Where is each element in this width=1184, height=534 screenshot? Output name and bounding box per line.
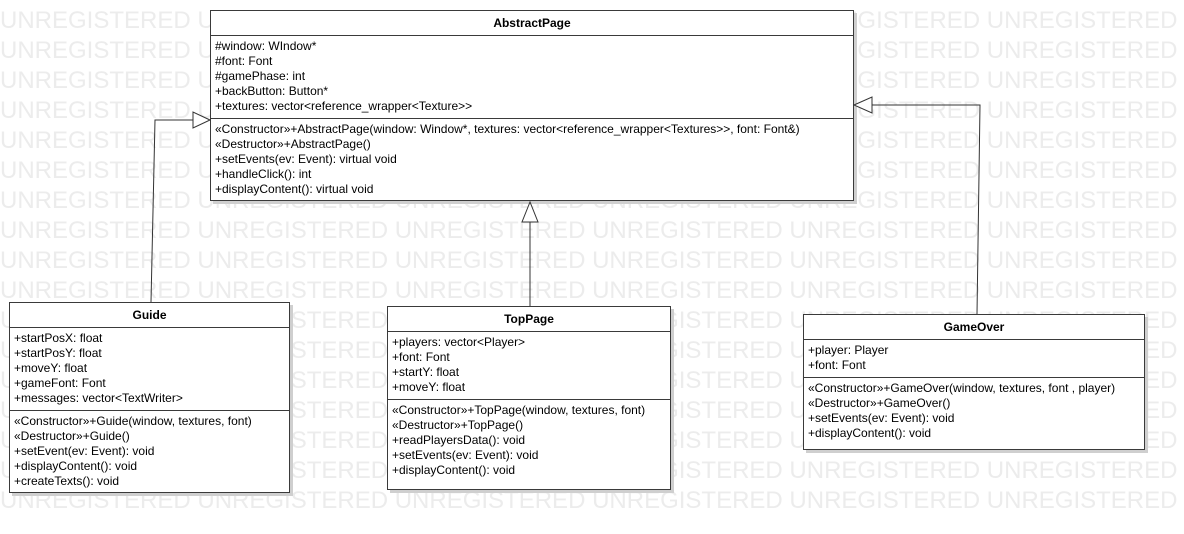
attribute: #gamePhase: int: [215, 69, 306, 83]
class-name: GameOver: [804, 315, 1144, 340]
operation: +createTexts(): void: [14, 474, 120, 488]
operation: +displayContent(): void: [392, 463, 516, 477]
class-name: Guide: [10, 303, 289, 328]
attribute: +startPosX: float: [14, 331, 103, 345]
generalization-line-game-over[interactable]: [872, 104, 981, 315]
operations-compartment: «Constructor»+AbstractPage(window: Windo…: [211, 118, 853, 201]
generalization-line-guide[interactable]: [150, 119, 194, 303]
operation: «Constructor»+Guide(window, textures, fo…: [14, 414, 252, 428]
class-abstract-page[interactable]: AbstractPage #window: WIndow* #font: Fon…: [210, 10, 854, 201]
operations-compartment: «Constructor»+Guide(window, textures, fo…: [10, 410, 289, 493]
operations-compartment: «Constructor»+TopPage(window, textures, …: [388, 399, 670, 482]
attribute: +font: Font: [808, 358, 866, 372]
operation: «Destructor»+GameOver(): [808, 396, 951, 410]
attributes-compartment: +player: Player +font: Font: [804, 340, 1144, 377]
operation: «Constructor»+TopPage(window, textures, …: [392, 403, 646, 417]
attributes-compartment: +players: vector<Player> +font: Font +st…: [388, 332, 670, 399]
operation: +displayContent(): virtual void: [215, 182, 374, 196]
operation: +displayContent(): void: [808, 426, 932, 440]
attribute: +startPosY: float: [14, 346, 102, 360]
class-guide[interactable]: Guide +startPosX: float +startPosY: floa…: [9, 302, 290, 493]
attribute: +moveY: float: [392, 380, 466, 394]
operation: +setEvents(ev: Event): void: [808, 411, 955, 425]
attribute: +players: vector<Player>: [392, 335, 526, 349]
operation: «Destructor»+TopPage(): [392, 418, 524, 432]
attribute: +moveY: float: [14, 361, 88, 375]
attribute: +messages: vector<TextWriter>: [14, 391, 183, 405]
class-name: TopPage: [388, 307, 670, 332]
attribute: +gameFont: Font: [14, 376, 106, 390]
watermark-row: UNREGISTERED UNREGISTERED UNREGISTERED U…: [0, 217, 1178, 244]
operation: +displayContent(): void: [14, 459, 138, 473]
class-name: AbstractPage: [211, 11, 853, 36]
operation: «Constructor»+GameOver(window, textures,…: [808, 381, 1116, 395]
operation: «Destructor»+Guide(): [14, 429, 130, 443]
attribute: +startY: float: [392, 365, 460, 379]
operation: +readPlayersData(): void: [392, 433, 526, 447]
attributes-compartment: #window: WIndow* #font: Font #gamePhase:…: [211, 36, 853, 118]
operation: «Destructor»+AbstractPage(): [215, 137, 371, 151]
operation: +handleClick(): int: [215, 167, 312, 181]
class-top-page[interactable]: TopPage +players: vector<Player> +font: …: [387, 306, 671, 490]
attribute: #window: WIndow*: [215, 39, 317, 53]
attribute: +backButton: Button*: [215, 84, 329, 98]
attribute: +font: Font: [392, 350, 450, 364]
operation: «Constructor»+AbstractPage(window: Windo…: [215, 122, 800, 136]
attributes-compartment: +startPosX: float +startPosY: float +mov…: [10, 328, 289, 410]
operation: +setEvent(ev: Event): void: [14, 444, 155, 458]
attribute: #font: Font: [215, 54, 273, 68]
attribute: +textures: vector<reference_wrapper<Text…: [215, 99, 473, 113]
operation: +setEvents(ev: Event): virtual void: [215, 152, 397, 166]
operations-compartment: «Constructor»+GameOver(window, textures,…: [804, 377, 1144, 445]
attribute: +player: Player: [808, 343, 889, 357]
watermark-row: UNREGISTERED UNREGISTERED UNREGISTERED U…: [0, 247, 1178, 274]
operation: +setEvents(ev: Event): void: [392, 448, 539, 462]
class-game-over[interactable]: GameOver +player: Player +font: Font «Co…: [803, 314, 1145, 450]
watermark-row: UNREGISTERED UNREGISTERED UNREGISTERED U…: [0, 277, 1178, 304]
